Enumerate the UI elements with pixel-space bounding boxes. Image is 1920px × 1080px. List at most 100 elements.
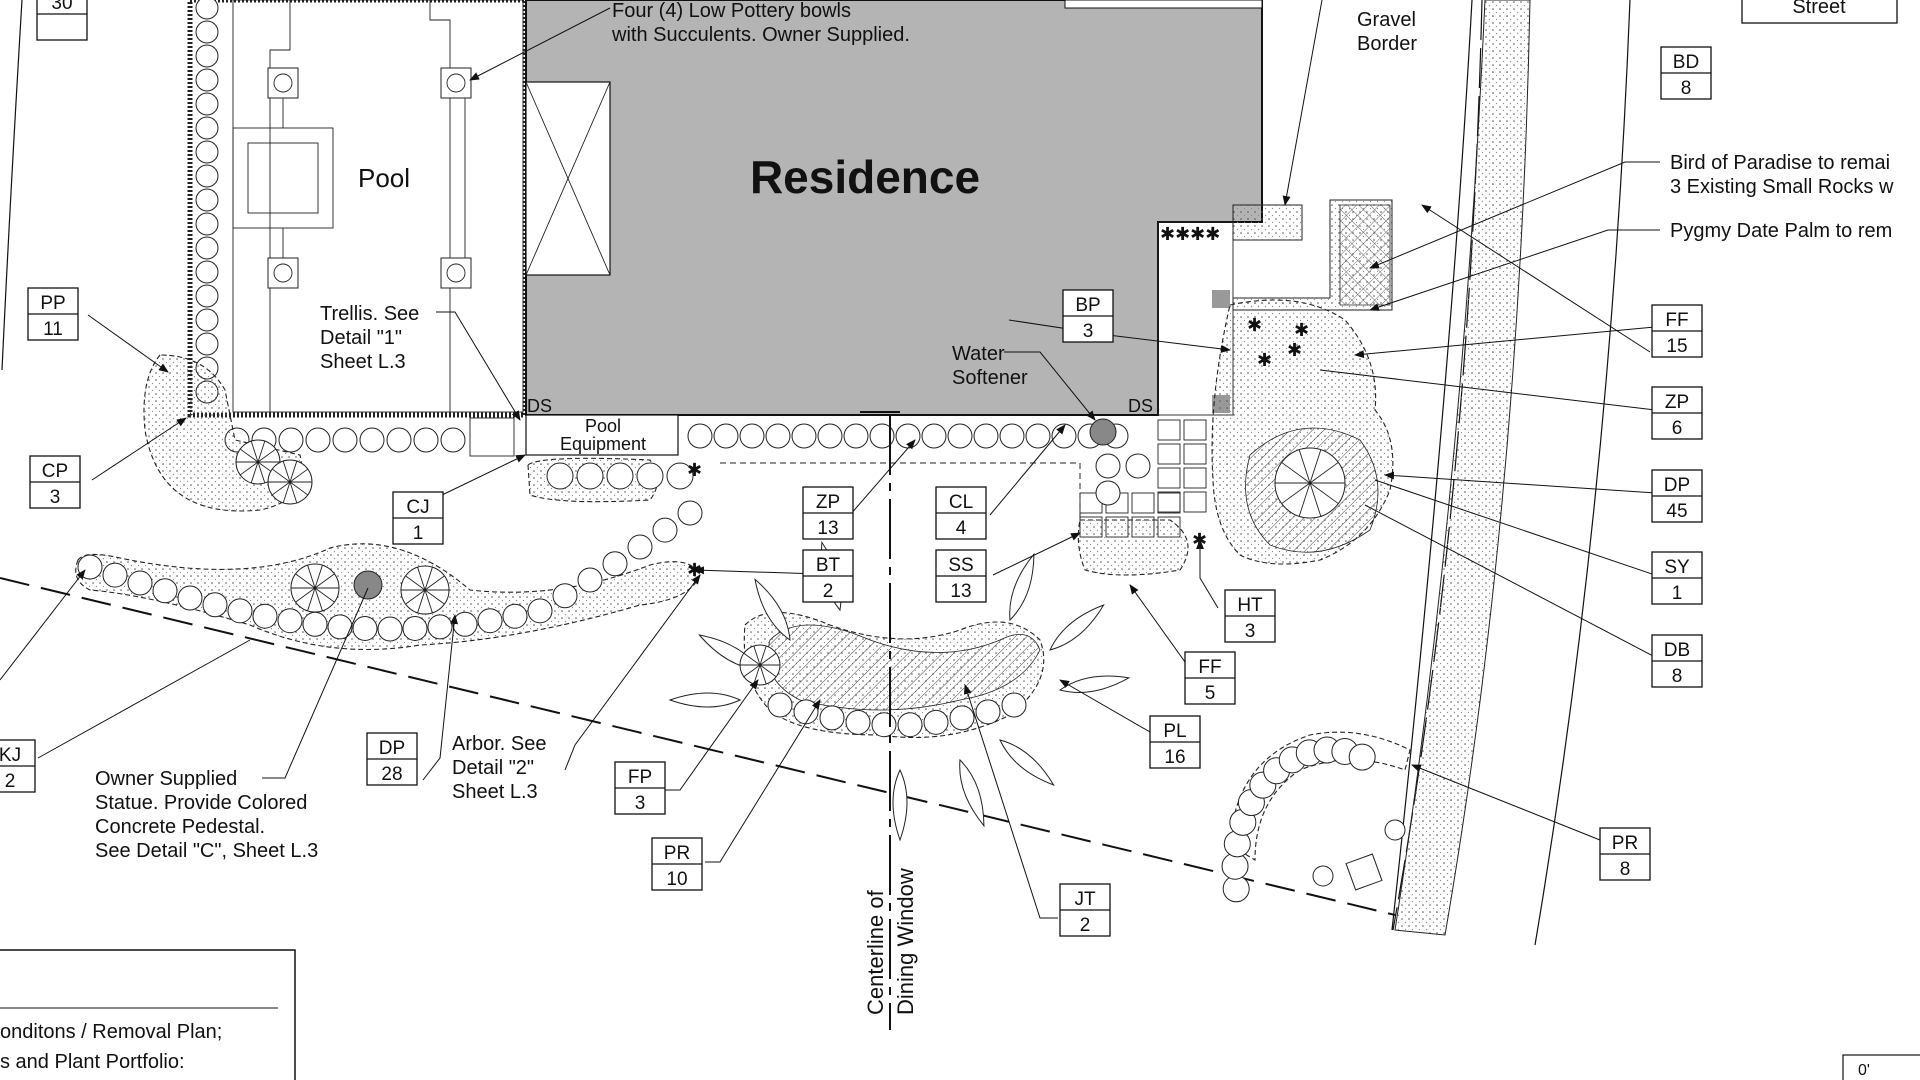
plant-tag: FF5 [1184,651,1236,705]
shrub-symbol [327,614,353,640]
plant-tag-code: FF [1198,657,1221,678]
paver [1157,419,1181,441]
plant-tag-code: DP [379,738,405,759]
plant-tag: FP3 [614,761,666,815]
shrub-symbol [195,68,219,92]
shrub-symbol [195,140,219,164]
shrub-symbol [1348,743,1376,771]
note-statue-2: Statue. Provide Colored [95,792,307,814]
plant-tag-code: ZP [816,492,840,513]
paver [1183,467,1207,489]
leader-lines [0,0,1660,919]
palm-symbol [400,565,450,615]
plant-tag-qty: 4 [956,518,967,539]
note-statue-4: See Detail "C", Sheet L.3 [95,840,318,862]
note-water-2: Softener [952,367,1028,389]
shrub-symbol [332,427,358,453]
paver [1157,443,1181,465]
shrub-symbol [1001,692,1027,718]
residence-entry [1064,0,1263,9]
plant-tag-code: PP [40,293,65,314]
plant-tag-code: SY [1664,557,1690,578]
shrub-symbol [352,615,378,641]
plant-tag: BT 2 [802,549,854,603]
plant-tag-code: PR [1612,833,1638,854]
paver [1131,492,1155,514]
plant-tag: ZP6 [1651,386,1703,440]
note-arbor-1: Arbor. See [452,733,547,755]
plant-tag-qty: 13 [950,581,971,602]
shrub-symbol [843,423,869,449]
centerline-text: Centerline of Dining Window [863,868,918,1015]
shrub-symbol [402,615,428,641]
shrub-symbol [652,517,678,543]
plant-tag-code: FF [1665,310,1688,331]
shrub-symbol [1025,423,1051,449]
palm-symbol [290,563,340,613]
note-trellis-1: Trellis. See [320,303,419,325]
shrub-symbol [177,585,203,611]
shrub-symbol [195,260,219,284]
accent-plant-symbol: ✱ [1287,340,1302,360]
plant-tag-qty: 28 [381,764,402,785]
plant-tag-code: JT [1074,889,1096,910]
plant-tag-qty: 8 [1620,859,1631,880]
shrub-symbol [895,423,921,449]
plant-tag-qty: 1 [413,523,424,544]
ds-label-right: DS [1128,396,1153,416]
plant-tag-qty: 2 [5,771,16,792]
plant-tag-qty: 3 [1245,621,1256,642]
plant-tag-code: BD [1673,52,1699,73]
bench-symbol [1345,853,1383,891]
plant-tag: CJ1 [392,491,444,545]
shrub-symbol [949,705,975,731]
note-trellis-2: Detail "1" [320,327,402,349]
shrub-symbol [1095,453,1121,479]
shrub-symbol [305,427,331,453]
note-pottery-2: with Succulents. Owner Supplied. [611,24,910,46]
note-bird-1: Bird of Paradise to remai [1670,152,1890,174]
shrub-symbol [627,534,653,560]
shrub-symbol [195,236,219,260]
shrub-symbol [102,562,128,588]
palm-symbol [267,459,313,505]
shrub-symbol [975,699,1001,725]
residence-title: Residence [750,151,980,203]
svg-text:✱✱✱✱: ✱✱✱✱ [1160,224,1220,244]
plant-tag-code: DP [1664,475,1690,496]
shrub-symbol [277,608,303,634]
shrub-symbol [636,462,664,490]
petal [892,768,908,842]
shrub-symbol [527,598,553,624]
shrub-symbol [576,462,604,490]
plant-tag-qty: 8 [1672,666,1683,687]
plant-tag-code: PR [664,843,690,864]
plant-tag-qty: 2 [823,581,834,602]
plant-tag-qty: 16 [1164,747,1185,768]
plant-tag-qty: 1 [1672,583,1683,604]
plant-tag-code: BT [816,555,841,576]
light-symbol [1312,865,1334,887]
note-water-1: Water [952,343,1005,365]
plant-rows [77,423,1376,903]
title-block-line2: s and Plant Portfolio: [0,1051,185,1073]
pottery-bowls [267,67,472,289]
plant-tag-qty: 15 [1666,336,1687,357]
spa-inner [247,142,319,214]
accent-plant-symbol: ✱ [1247,315,1262,335]
plant-tag-code: CP [42,461,68,482]
plant-tag: BD8 [1660,46,1712,100]
scale-label: 0' [1858,1062,1870,1079]
shrub-symbol [195,332,219,356]
scale-box [1842,1054,1920,1080]
svg-text:Centerline of: Centerline of [863,889,888,1015]
shrub-symbol [871,712,897,738]
petal [959,758,985,828]
specimen-symbols: ✱✱✱✱✱✱✱ [235,315,1406,891]
paver [1157,491,1181,513]
pool-label: Pool [358,163,410,193]
